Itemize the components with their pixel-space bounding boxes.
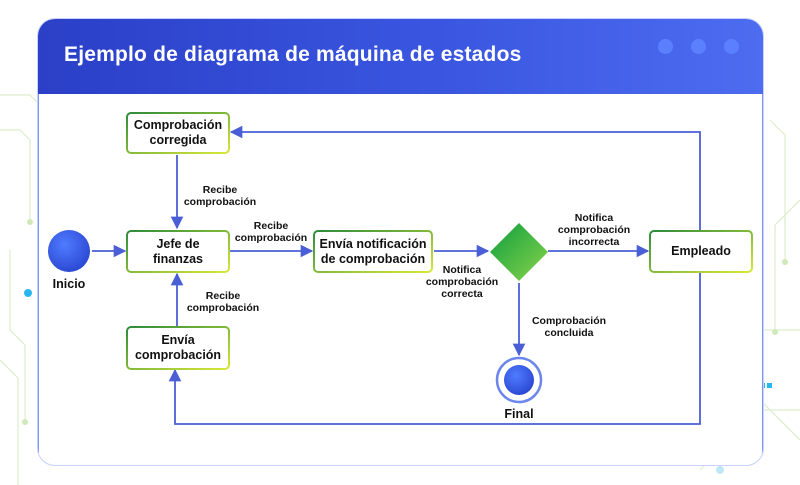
window-dot-2 — [691, 39, 706, 54]
initial-label: Inicio — [52, 277, 86, 291]
title-bar: Ejemplo de diagrama de máquina de estado… — [38, 19, 763, 94]
transition-label-recibe-bottom: Recibe comprobación — [186, 290, 260, 314]
edge-empleado-to-corregida — [229, 125, 701, 230]
state-notificacion-label: Envía notificación de comprobación — [319, 236, 427, 266]
edge-empleado-to-envia — [168, 272, 701, 425]
window-dot-3 — [724, 39, 739, 54]
state-notificacion — [313, 230, 433, 273]
transition-label-concluida: Comprobación concluida — [531, 315, 607, 339]
transition-label-notifica-incorrecta: Notifica comprobación incorrecta — [557, 212, 631, 248]
state-empleado — [649, 230, 753, 273]
state-empleado-label: Empleado — [671, 244, 731, 258]
diagram-canvas — [38, 94, 763, 465]
window-title: Ejemplo de diagrama de máquina de estado… — [64, 43, 522, 66]
state-jefe-label: Jefe de finanzas — [152, 236, 203, 266]
decision-node — [490, 223, 548, 281]
initial-node — [48, 230, 90, 272]
state-jefe — [126, 230, 230, 273]
final-label: Final — [504, 407, 534, 421]
transition-label-recibe-top: Recibe comprobación — [183, 184, 257, 208]
state-envia-label: Envía comprobación — [134, 333, 222, 362]
transition-label-notifica-correcta: Notifica comprobación correcta — [425, 264, 499, 300]
final-node-inner — [504, 365, 534, 395]
state-corregida — [126, 112, 230, 154]
state-corregida-label: Comprobación corregida — [133, 118, 223, 147]
window-dot-1 — [658, 39, 673, 54]
transition-label-recibe-mid: Recibe comprobación — [234, 220, 308, 244]
state-envia — [126, 326, 230, 370]
